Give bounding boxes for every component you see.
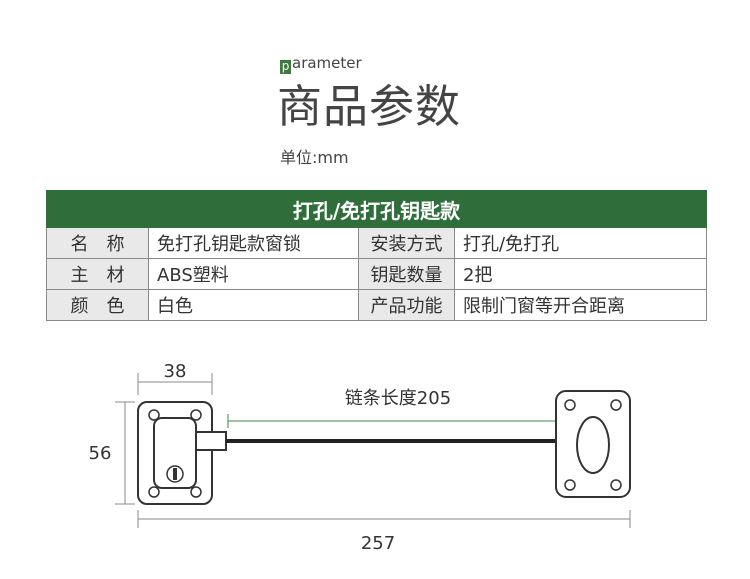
row-label: 产品功能 xyxy=(358,289,455,321)
row-label: 颜 色 xyxy=(46,289,149,321)
row-value: ABS塑料 xyxy=(148,258,359,290)
page-title: 商品参数 xyxy=(277,80,462,133)
dim-height-label: 56 xyxy=(89,443,112,464)
table-title: 打孔/免打孔钥匙款 xyxy=(46,190,707,228)
height-dimension: 56 xyxy=(89,401,135,505)
spec-table: 打孔/免打孔钥匙款 名 称 免打孔钥匙款窗锁 安装方式 打孔/免打孔 主 材 A… xyxy=(46,190,707,321)
table-row: 名 称 免打孔钥匙款窗锁 安装方式 打孔/免打孔 xyxy=(46,227,707,259)
row-label: 名 称 xyxy=(46,227,149,259)
width-dimension: 38 xyxy=(137,361,213,395)
row-value: 2把 xyxy=(454,258,707,290)
lock-body-icon xyxy=(137,401,227,505)
dim-total-label: 257 xyxy=(361,533,395,554)
table-row: 主 材 ABS塑料 钥匙数量 2把 xyxy=(46,258,707,290)
chain-dimension: 链条长度205 xyxy=(227,388,567,428)
total-dimension: 257 xyxy=(137,510,631,554)
row-label: 钥匙数量 xyxy=(358,258,455,290)
keyhole-icon xyxy=(166,465,184,483)
parameter-rest-text: arameter xyxy=(292,54,362,72)
unit-label: 单位:mm xyxy=(280,148,349,167)
parameter-letter-box: p xyxy=(280,59,291,74)
row-label: 主 材 xyxy=(46,258,149,290)
row-value: 白色 xyxy=(148,289,359,321)
dim-width-label: 38 xyxy=(164,361,187,382)
row-label: 安装方式 xyxy=(358,227,455,259)
receiver-plate-icon xyxy=(555,390,631,498)
row-value: 限制门窗等开合距离 xyxy=(454,289,707,321)
dimension-diagram: 38 56 链条长度205 xyxy=(89,361,631,554)
row-value: 打孔/免打孔 xyxy=(454,227,707,259)
dim-chain-label: 链条长度205 xyxy=(345,388,451,409)
table-row: 颜 色 白色 产品功能 限制门窗等开合距离 xyxy=(46,289,707,321)
table-header-row: 打孔/免打孔钥匙款 xyxy=(46,190,707,228)
row-value: 免打孔钥匙款窗锁 xyxy=(148,227,359,259)
